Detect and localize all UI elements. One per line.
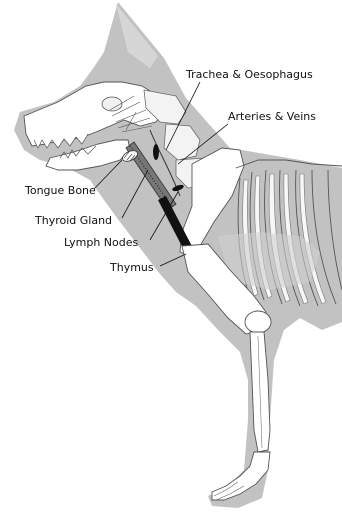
label-trachea-oesophagus: Trachea & Oesophagus: [185, 68, 313, 81]
label-lymph-nodes: Lymph Nodes: [64, 236, 139, 249]
label-thyroid-gland: Thyroid Gland: [34, 214, 112, 227]
elbow: [245, 311, 271, 333]
label-arteries-veins: Arteries & Veins: [228, 110, 316, 123]
label-thymus: Thymus: [109, 261, 154, 274]
label-tongue-bone: Tongue Bone: [24, 184, 96, 197]
thyroid-spot: [153, 144, 159, 160]
